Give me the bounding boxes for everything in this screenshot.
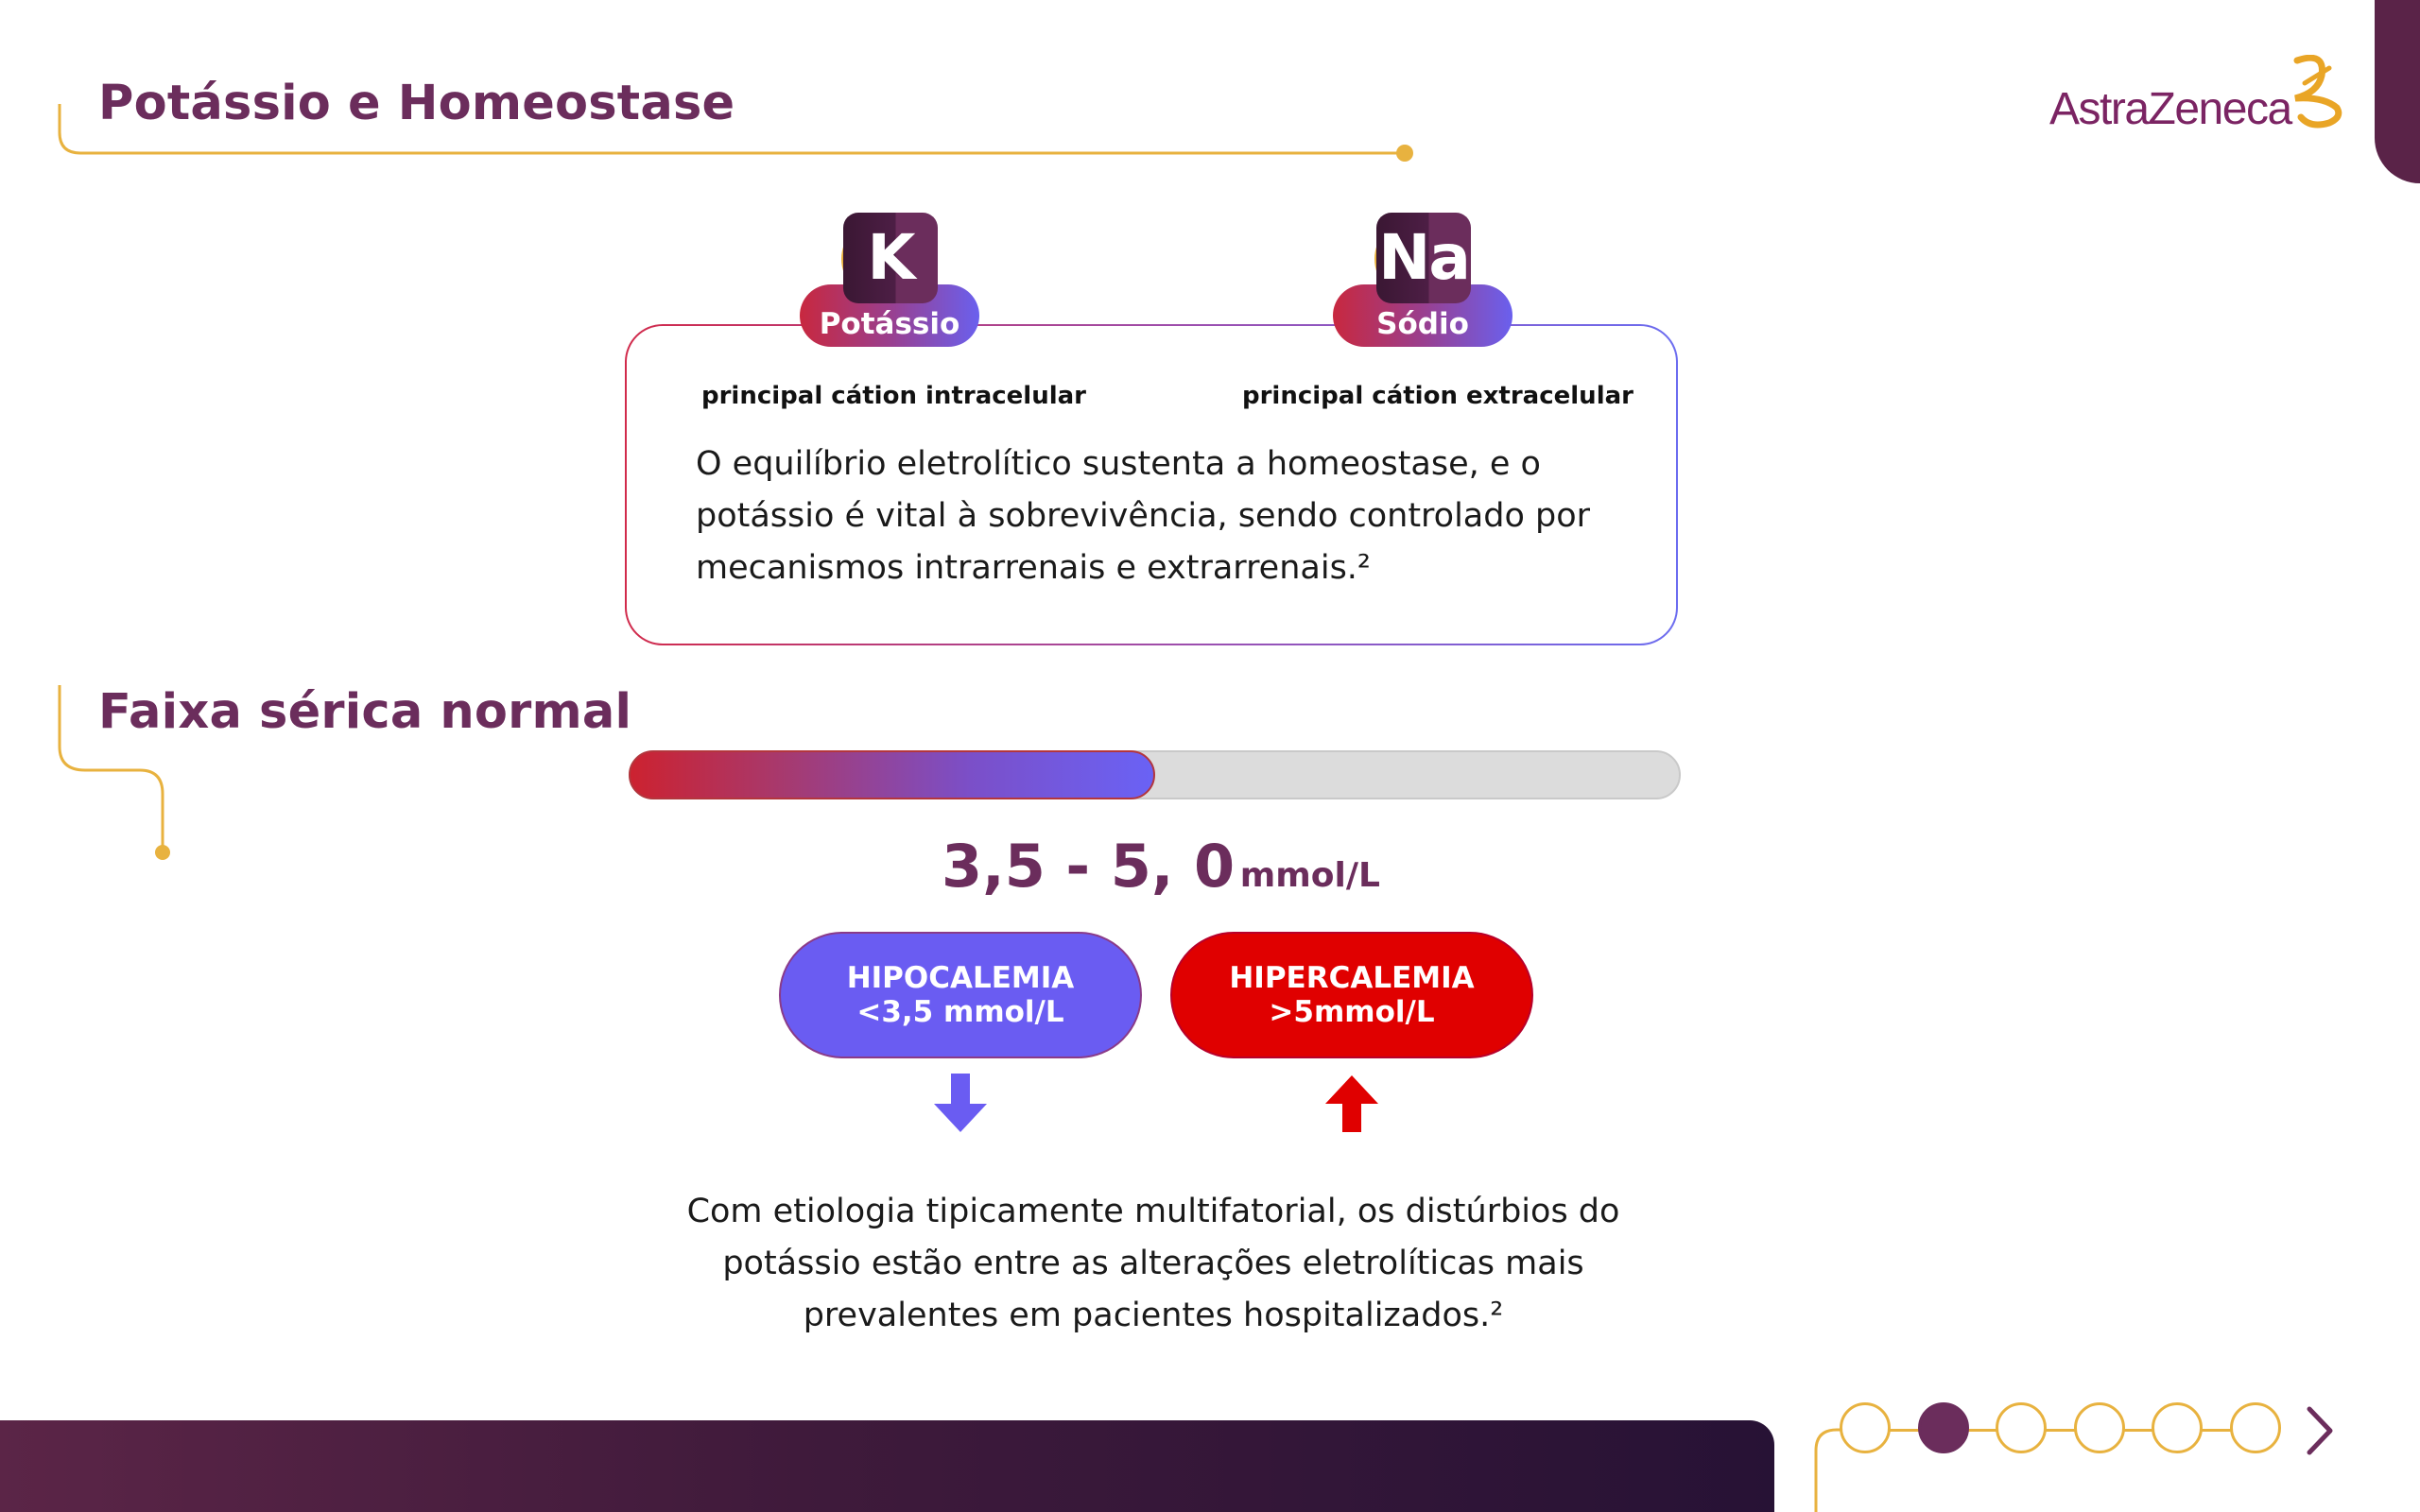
pagination-dot-4[interactable] [2073, 1402, 2125, 1453]
element-description: principal cátion extracelular [1242, 382, 1634, 410]
card-text: O equilíbrio eletrolítico sustenta a hom… [696, 445, 1591, 587]
range-value: 3,5 - 5, 0 mmol/L [942, 832, 1380, 901]
section-title: Faixa sérica normal [98, 684, 632, 740]
element-symbol: K [843, 213, 938, 303]
hypokalemia-value: <3,5 mmol/L [856, 995, 1064, 1029]
hyperkalemia-badge: HIPERCALEMIA >5mmol/L [1170, 932, 1533, 1058]
element-badge-potassium: Potássio K [800, 213, 989, 350]
pagination-dot-3[interactable] [1996, 1402, 2047, 1453]
pagination-dot-6[interactable] [2229, 1402, 2281, 1453]
range-bar-fill [629, 750, 1155, 799]
footer-bar [0, 1420, 1774, 1512]
page-title: Potássio e Homeostase [98, 76, 735, 131]
hypokalemia-badge: HIPOCALEMIA <3,5 mmol/L [779, 932, 1142, 1058]
element-badge-sodium: Sódio Na [1333, 213, 1522, 350]
hypokalemia-title: HIPOCALEMIA [846, 961, 1075, 995]
pagination-line [1865, 1429, 2255, 1432]
hyperkalemia-title: HIPERCALEMIA [1229, 961, 1475, 995]
logo-emblem-icon [2293, 55, 2342, 129]
range-number: 3,5 - 5, 0 [942, 832, 1236, 901]
hyperkalemia-value: >5mmol/L [1269, 995, 1435, 1029]
arrow-down-icon [934, 1074, 987, 1132]
pagination [1839, 1400, 2311, 1459]
pagination-dot-5[interactable] [2152, 1402, 2203, 1453]
element-symbol: Na [1376, 213, 1471, 303]
bottom-text: Com etiologia tipicamente multifatorial,… [686, 1193, 1620, 1334]
pagination-dot-1[interactable] [1840, 1402, 1891, 1453]
arrow-up-icon [1325, 1075, 1378, 1132]
info-card [625, 324, 1678, 645]
chevron-right-icon[interactable] [2302, 1405, 2336, 1456]
logo-text: AstraZeneca [2049, 84, 2292, 134]
element-label: Potássio [800, 284, 979, 347]
pagination-dot-2[interactable] [1917, 1402, 1969, 1453]
range-unit: mmol/L [1239, 856, 1380, 895]
element-description: principal cátion intracelular [701, 382, 1086, 410]
corner-tab [2375, 0, 2420, 183]
astrazeneca-logo: AstraZeneca [2049, 55, 2342, 140]
